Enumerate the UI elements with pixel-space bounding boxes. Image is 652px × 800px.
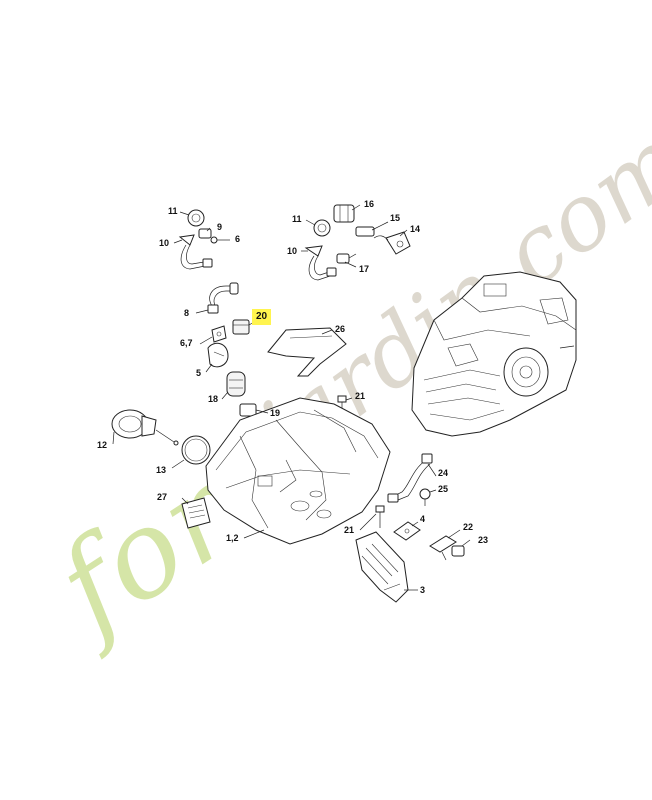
callout-13: 13 bbox=[156, 465, 167, 475]
part-4-plate bbox=[393, 521, 421, 541]
callout-14: 14 bbox=[410, 224, 421, 234]
part-12-coil bbox=[111, 409, 179, 446]
callout-6-7: 6,7 bbox=[180, 338, 193, 348]
callout-10-middle: 10 bbox=[287, 246, 298, 256]
part-3-bottom-plate bbox=[355, 531, 409, 603]
callout-3: 3 bbox=[420, 585, 426, 595]
callout-16: 16 bbox=[364, 199, 375, 209]
part-1-2-housing bbox=[205, 397, 391, 545]
part-26-plate bbox=[267, 327, 347, 377]
callout-12: 12 bbox=[97, 440, 108, 450]
part-15 bbox=[355, 226, 375, 237]
callout-23: 23 bbox=[478, 535, 489, 545]
callout-4: 4 bbox=[420, 514, 426, 524]
part-8-fuel-line bbox=[207, 282, 239, 314]
part-5-pickup-body bbox=[207, 342, 229, 368]
part-13-oring bbox=[181, 435, 211, 465]
callout-24: 24 bbox=[438, 468, 449, 478]
part-25-bolt bbox=[419, 488, 431, 506]
part-19 bbox=[239, 403, 257, 417]
callout-26: 26 bbox=[335, 324, 346, 334]
callout-8: 8 bbox=[184, 308, 190, 318]
part-14 bbox=[373, 231, 411, 255]
callout-11-middle: 11 bbox=[292, 214, 302, 224]
part-23-clip bbox=[451, 545, 465, 557]
part-11-left bbox=[187, 209, 205, 227]
part-6-left bbox=[210, 236, 218, 244]
part-24-hose bbox=[387, 453, 433, 503]
callout-11-left: 11 bbox=[168, 206, 178, 216]
engine-block bbox=[411, 271, 577, 437]
part-9-left bbox=[198, 228, 212, 239]
callout-1-2: 1,2 bbox=[226, 533, 239, 543]
callout-20-highlighted: 20 bbox=[252, 309, 272, 325]
callout-21-upper: 21 bbox=[355, 391, 366, 401]
part-10-left-hose bbox=[178, 234, 213, 270]
part-27-label bbox=[181, 497, 211, 529]
callout-17: 17 bbox=[359, 264, 370, 274]
part-6-7-fitting bbox=[211, 325, 227, 343]
callout-6: 6 bbox=[235, 234, 241, 244]
callout-10-left: 10 bbox=[159, 238, 170, 248]
part-18-filter bbox=[226, 371, 246, 397]
callout-22: 22 bbox=[463, 522, 474, 532]
callout-9: 9 bbox=[217, 222, 223, 232]
callout-19: 19 bbox=[270, 408, 281, 418]
callout-5: 5 bbox=[196, 368, 202, 378]
part-16 bbox=[333, 204, 355, 223]
part-22-bracket bbox=[429, 535, 457, 561]
part-11-middle bbox=[313, 219, 331, 237]
callout-21-lower: 21 bbox=[344, 525, 355, 535]
part-10-middle-hose bbox=[304, 245, 337, 281]
callout-25: 25 bbox=[438, 484, 449, 494]
part-21-lower-screw bbox=[375, 505, 385, 528]
part-17 bbox=[336, 253, 357, 264]
callout-27: 27 bbox=[157, 492, 168, 502]
callout-18: 18 bbox=[208, 394, 219, 404]
callout-15: 15 bbox=[390, 213, 401, 223]
part-20-cap bbox=[232, 319, 250, 335]
